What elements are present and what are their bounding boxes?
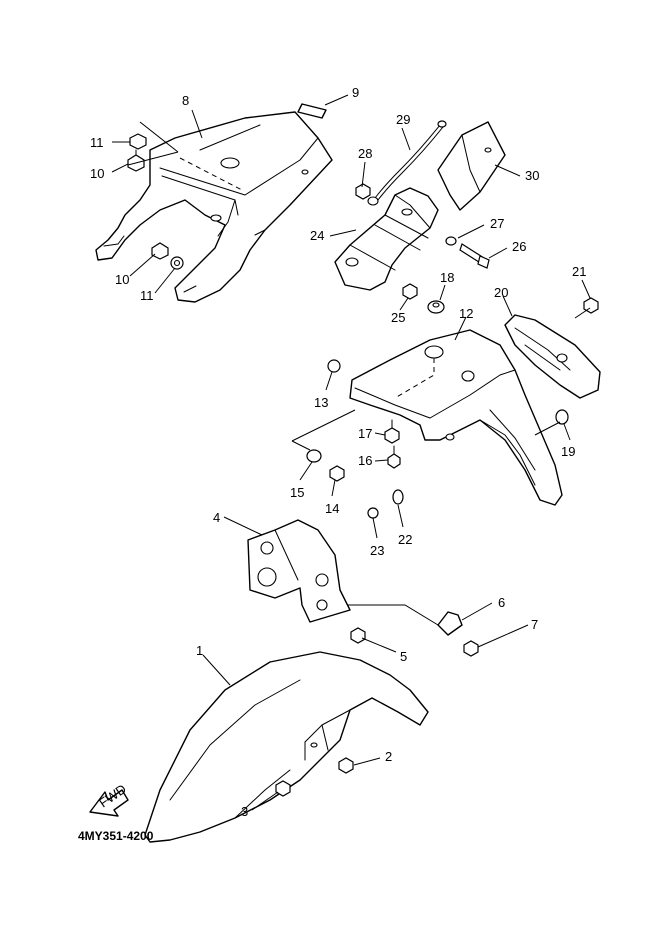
callout-22: 22 xyxy=(398,532,412,547)
nut-15 xyxy=(306,449,322,463)
clamp-6-part xyxy=(437,611,463,636)
callout-7: 7 xyxy=(531,617,538,632)
callout-28: 28 xyxy=(358,146,372,161)
bracket-24-part xyxy=(334,187,439,291)
callout-18: 18 xyxy=(440,270,454,285)
washer-22 xyxy=(392,489,404,505)
callout-9: 9 xyxy=(352,85,359,100)
bolt-16 xyxy=(387,445,401,469)
bolt-25 xyxy=(402,283,418,300)
callout-21: 21 xyxy=(572,264,586,279)
callout-14: 14 xyxy=(325,501,339,516)
bolt-5 xyxy=(350,627,366,644)
front-fender-1-part xyxy=(144,651,429,843)
callout-15: 15 xyxy=(290,485,304,500)
nut-13 xyxy=(327,359,341,373)
callout-13: 13 xyxy=(314,395,328,410)
callout-26: 26 xyxy=(512,239,526,254)
callout-23: 23 xyxy=(370,543,384,558)
callout-3: 3 xyxy=(241,804,248,819)
callout-12: 12 xyxy=(459,306,473,321)
callout-24: 24 xyxy=(310,228,324,243)
nut-11-lower xyxy=(170,256,184,270)
bolt-2 xyxy=(338,757,354,774)
grommet-18 xyxy=(427,300,445,314)
reflector-strip-part xyxy=(297,103,327,119)
callout-1: 1 xyxy=(196,643,203,658)
callout-4: 4 xyxy=(213,510,220,525)
bolt-3 xyxy=(275,780,291,797)
forward-arrow-icon: FWD xyxy=(89,781,129,817)
callout-17: 17 xyxy=(358,426,372,441)
front-bracket-4-part xyxy=(247,519,351,623)
bolt-10-lower xyxy=(151,242,169,260)
callout-labels: 8 9 11 10 10 11 29 28 30 24 27 26 18 25 … xyxy=(90,85,586,819)
nut-11-upper xyxy=(129,133,147,150)
callout-19: 19 xyxy=(561,444,575,459)
callout-27: 27 xyxy=(490,216,504,231)
callout-10-lower: 10 xyxy=(115,272,129,287)
rear-housing-20-part xyxy=(504,314,601,399)
bolt-10-upper xyxy=(127,149,145,172)
washer-27 xyxy=(445,236,457,246)
nut-23 xyxy=(367,507,379,519)
bolt-7 xyxy=(463,640,479,657)
callout-20: 20 xyxy=(494,285,508,300)
cable-29-part xyxy=(367,120,447,206)
callout-29: 29 xyxy=(396,112,410,127)
callout-10-upper: 10 xyxy=(90,166,104,181)
diagram-code: 4MY351-4200 xyxy=(78,829,154,843)
leader-lines xyxy=(111,94,591,811)
callout-30: 30 xyxy=(525,168,539,183)
callout-5: 5 xyxy=(400,649,407,664)
callout-6: 6 xyxy=(498,595,505,610)
callout-11-lower: 11 xyxy=(140,288,154,303)
bolt-28 xyxy=(355,183,371,200)
callout-11-upper: 11 xyxy=(90,135,104,150)
grommet-19 xyxy=(555,409,569,425)
rear-cowl-part xyxy=(95,111,333,303)
callout-8: 8 xyxy=(182,93,189,108)
bolt-14 xyxy=(329,465,345,482)
callout-25: 25 xyxy=(391,310,405,325)
rear-fender-12-part xyxy=(349,329,563,506)
callout-16: 16 xyxy=(358,453,372,468)
bolt-17 xyxy=(384,419,400,444)
callout-2: 2 xyxy=(385,749,392,764)
cover-30-part xyxy=(437,121,506,211)
bolt-26 xyxy=(459,243,490,269)
